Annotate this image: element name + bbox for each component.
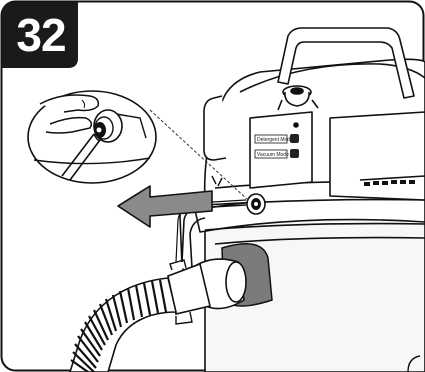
- detergent-switch: [290, 134, 299, 143]
- switch-label-detergent: Detergent Mode: [257, 137, 293, 143]
- switch-label-vacuum: Vacuum Mode: [257, 152, 289, 158]
- vacuum-switch: [290, 149, 299, 158]
- step-number: 32: [2, 2, 80, 68]
